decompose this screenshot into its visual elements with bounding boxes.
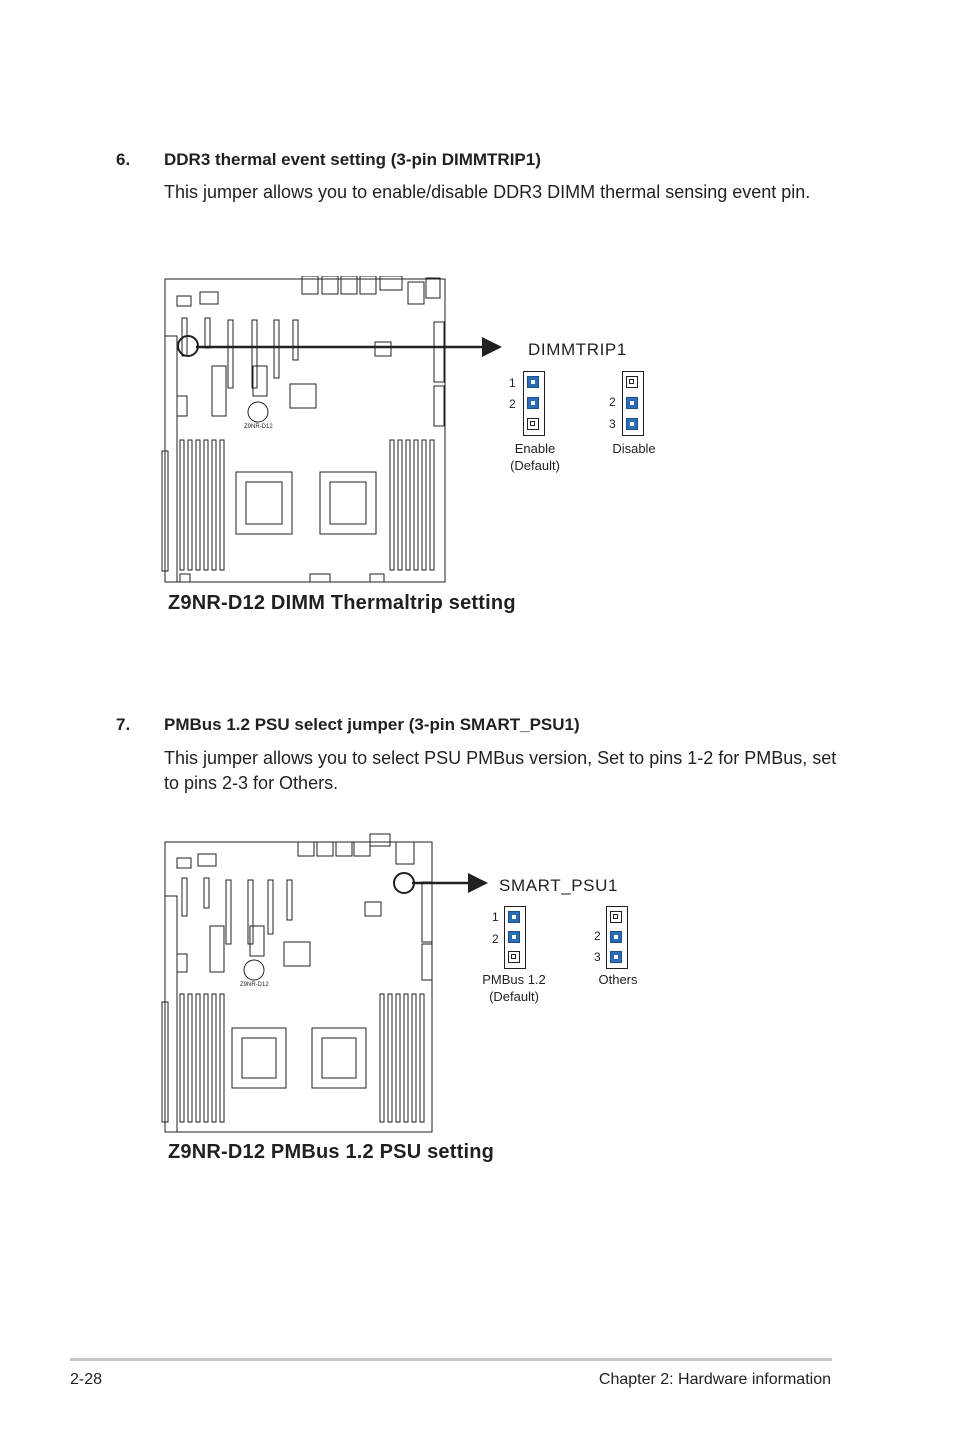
motherboard-diagram: Z9NR-D12 (161, 276, 446, 583)
pointer-arrow (196, 337, 502, 357)
default-note: (Default) (510, 458, 560, 473)
footer-divider (70, 1358, 832, 1361)
pin-label: 3 (609, 417, 616, 431)
default-note: (Default) (489, 989, 539, 1004)
jumper-diagram-disable (622, 371, 644, 436)
option-label: Others (598, 972, 638, 987)
pin-label: 2 (509, 397, 516, 411)
pin-open (527, 418, 539, 430)
pin-label: 2 (609, 395, 616, 409)
pin-capped (626, 418, 638, 430)
motherboard-diagram: Z9NR-D12 (161, 833, 433, 1133)
jumper-diagram-others (606, 906, 628, 969)
figure-caption: Z9NR-D12 PMBus 1.2 PSU setting (168, 1141, 495, 1163)
section-heading: DDR3 thermal event setting (3-pin DIMMTR… (164, 150, 541, 169)
option-name: PMBus 1.2 (482, 972, 546, 987)
pin-capped (527, 376, 539, 388)
option-label: PMBus 1.2 (Default) (474, 971, 554, 1005)
board-model-label: Z9NR-D12 (244, 424, 273, 430)
pin-label: 1 (492, 910, 499, 924)
jumper-title: DIMMTRIP1 (528, 340, 627, 359)
jumper-diagram-enable (523, 371, 545, 436)
chapter-title: Chapter 2: Hardware information (598, 1371, 831, 1388)
pin-open (610, 911, 622, 923)
jumper-diagram-pmbus (504, 906, 526, 969)
pin-capped (508, 911, 520, 923)
figure-caption: Z9NR-D12 DIMM Thermaltrip setting (168, 592, 516, 614)
board-model-label: Z9NR-D12 (240, 982, 269, 988)
option-label: Enable (Default) (498, 440, 572, 474)
option-name: Enable (514, 441, 556, 456)
section-heading: PMBus 1.2 PSU select jumper (3-pin SMART… (164, 715, 580, 734)
option-label: Disable (612, 441, 656, 456)
pin-capped (610, 931, 622, 943)
pin-label: 3 (594, 950, 601, 964)
pin-capped (610, 951, 622, 963)
pin-open (508, 951, 520, 963)
pin-capped (626, 397, 638, 409)
pointer-arrow (412, 873, 488, 893)
section-description: This jumper allows you to enable/disable… (164, 182, 811, 202)
pin-label: 2 (492, 932, 499, 946)
pin-open (626, 376, 638, 388)
item-number: 6. (116, 150, 131, 169)
jumper-title: SMART_PSU1 (499, 876, 619, 895)
pin-label: 2 (594, 929, 601, 943)
pin-capped (527, 397, 539, 409)
pin-label: 1 (509, 376, 516, 390)
page-number: 2-28 (70, 1371, 103, 1388)
item-number: 7. (116, 715, 131, 734)
section-description: This jumper allows you to select PSU PMB… (164, 748, 837, 793)
pin-capped (508, 931, 520, 943)
